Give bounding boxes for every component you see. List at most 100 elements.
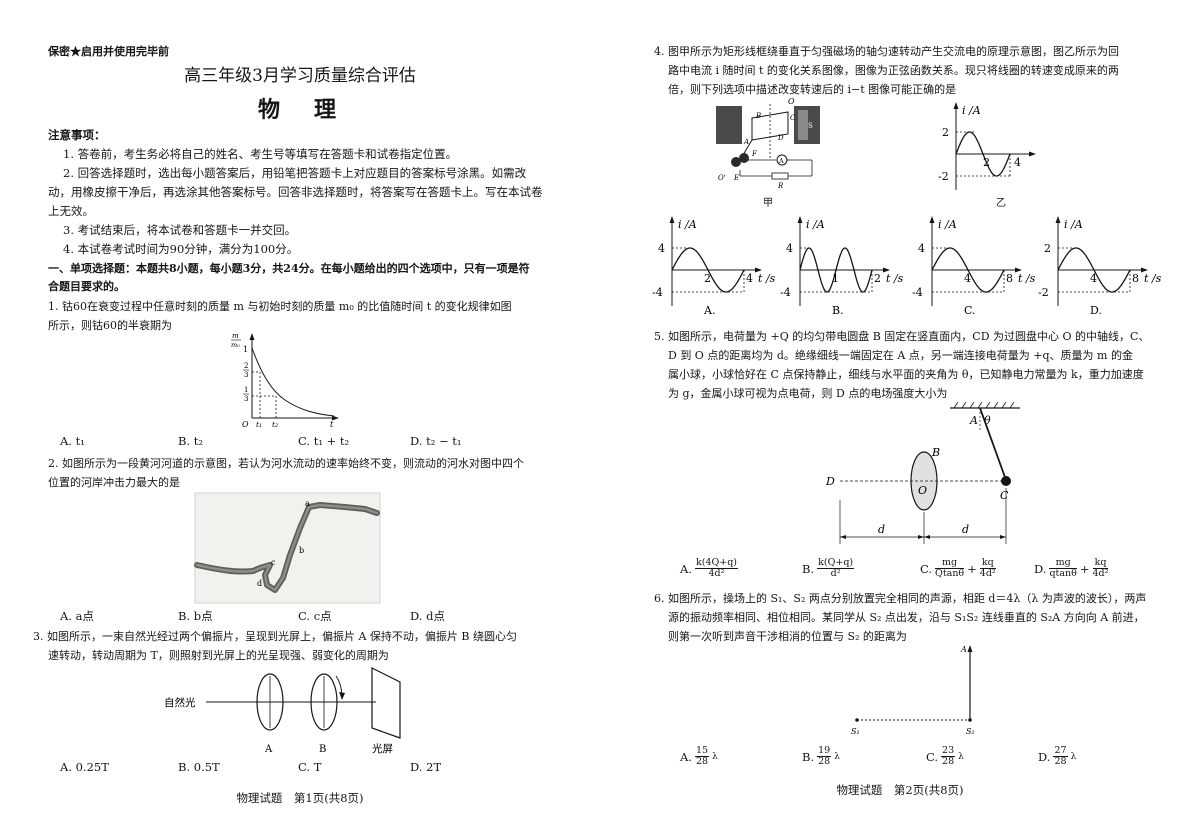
q1-t1: t₁ [256,420,262,429]
q1-stem: 1. 钴60在衰变过程中任意时刻的质量 m 与初始时刻的质量 m₀ 的比值随时间… [48,300,512,313]
y-axis-arrow [1055,216,1061,223]
q1-tick-1-3-num: 1 [244,386,248,394]
q6-source-s1: S₁ [851,727,860,736]
page-footer: 物理试题 第1页(共8页) [236,791,364,805]
q4-figure-yi: 乙 [996,198,1006,209]
option-label: A. [680,749,692,764]
y-axis-arrow [797,216,803,223]
option-label: D. [1038,749,1051,764]
x-axis-arrow [1141,267,1148,273]
notice-line: 1. 答卷前，考生务必将自己的姓名、考生号等填写在答题卡和试卷指定位置。 [63,147,458,161]
q5-point-a: A [969,414,978,427]
q3-polarizer-b-label: B [319,744,326,755]
q3-polarizer-diagram: 自然光 A B 光屏 [164,667,401,755]
q4-resistor-label: R [777,182,784,190]
option-label: D. [1034,561,1047,576]
q4-magnet-s: S [808,122,813,130]
x-axis-arrow [755,267,762,273]
x-tick-1: 2 [704,272,711,285]
q1-origin: O [242,420,249,429]
notice-line: 4. 本试卷考试时间为90分钟，满分为100分。 [63,242,299,256]
x-tick-1: 4 [964,272,971,285]
fraction-numerator: kq [979,558,996,569]
q3-option-c[interactable]: C. T [298,760,322,774]
sine-curve [671,247,745,293]
option-label: B. [832,304,844,317]
x-axis-unit: t /s [886,272,904,285]
fraction-numerator: mg [935,558,965,569]
q2-point-d: d [257,579,262,588]
q2-option-a[interactable]: A. a点 [60,609,94,623]
q3-option-a[interactable]: A. 0.25T [60,760,109,774]
q5-option-b[interactable]: B. k(Q+q)d² [802,558,855,579]
y-axis-arrow [929,216,935,223]
x-axis-unit: t /s [1144,272,1162,285]
section-heading: 一、单项选择题：本题共8小题，每小题3分，共24分。在每小题给出的四个选项中，只… [48,262,530,275]
exam-title: 高三年级3月学习质量综合评估 [184,66,416,86]
q4-point-o-top: O [788,97,795,106]
y-axis-label: i /A [806,218,825,231]
fraction-numerator: 19 [817,745,832,757]
notice-line: 动，用橡皮擦干净后，再选涂其他答案标号。回答非选择题时，将答案写在答题卡上。写在… [48,185,543,199]
x-axis-unit: t /s [1018,272,1036,285]
notice-line: 上无效。 [48,204,94,218]
q4-point-c: C [790,114,796,122]
q2-stem: 2. 如图所示为一段黄河河道的示意图，若认为河水流动的速率始终不变，则流动的河水… [48,457,524,470]
q2-stem: 位置的河岸冲击力最大的是 [48,476,180,489]
q2-point-b: b [299,546,304,555]
q2-option-c[interactable]: C. c点 [298,609,332,623]
y-tick-min: -4 [912,286,923,299]
option-label: A. [680,561,692,576]
plus-sign: + [967,561,977,576]
q3-option-d[interactable]: D. 2T [410,760,442,774]
fraction-numerator: 15 [694,745,710,757]
q1-option-b[interactable]: B. t₂ [178,434,203,448]
y-axis-label: i /A [1064,218,1083,231]
q5-option-a[interactable]: A. k(4Q+q)4d² [680,558,739,579]
q6-point-a: A [960,645,967,654]
q2-option-b[interactable]: B. b点 [178,609,213,623]
q2-option-d[interactable]: D. d点 [410,609,445,623]
q4-yi-x1: 2 [983,156,990,169]
q1-option-c[interactable]: C. t₁ + t₂ [298,434,350,448]
q4-point-o-bottom: O' [718,174,726,182]
q5-charged-disk-diagram: A θ B O C D d d [825,401,1020,544]
q5-point-d: D [825,475,835,488]
fraction-denominator: 28 [942,756,955,767]
q1-option-a[interactable]: A. t₁ [60,434,85,448]
q2-point-a: a [305,499,310,508]
y-tick-min: -4 [780,286,791,299]
fraction-denominator: 28 [818,756,831,767]
q6-sound-sources-diagram: A S₁ S₂ [851,645,975,736]
fraction-denominator: 28 [695,756,709,767]
exam-page-2: 4. 图甲所示为矩形线框绕垂直于匀强磁场的轴匀速转动产生交流电的原理示意图，图乙… [600,0,1200,835]
q1-option-d[interactable]: D. t₂ − t₁ [410,434,462,448]
q1-decay-graph: m m₀ 1 2 3 1 3 O t₁ t₂ t [231,332,339,429]
fraction-denominator: 4d² [708,568,725,579]
q1-tick-1: 1 [243,345,248,354]
q1-t2: t₂ [272,420,278,429]
fraction: k(4Q+q)4d² [694,558,739,579]
q3-option-b[interactable]: B. 0.5T [178,760,220,774]
fraction-denominator: 4d² [979,568,996,579]
sine-curve [1057,247,1131,293]
q6-stem: 6. 如图所示，操场上的 S₁、S₂ 两点分别放置完全相同的声源，相距 d＝4λ… [654,592,1147,605]
q1-stem: 所示，则钴60的半衰期为 [48,319,172,332]
page-footer: 物理试题 第2页(共8页) [836,783,964,797]
q4-yi-ylabel: i /A [962,104,981,117]
fraction-denominator: 4d² [1092,568,1109,579]
confidential-mark: 保密★启用并使用完毕前 [48,45,169,58]
